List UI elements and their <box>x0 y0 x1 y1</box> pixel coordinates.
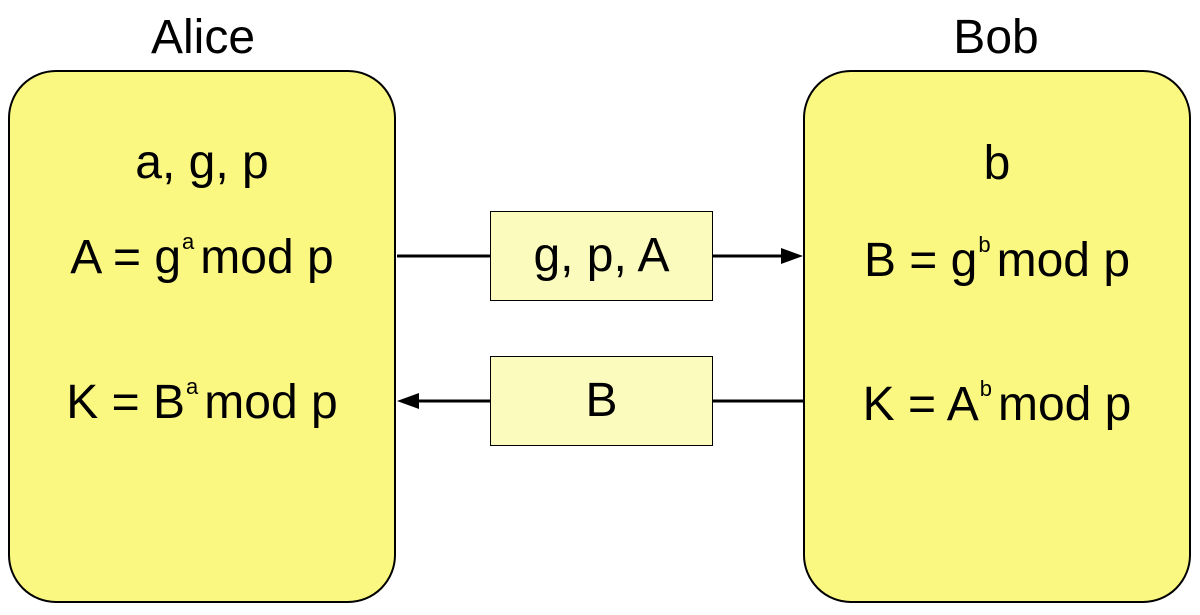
alice-shared-key-mod: mod p <box>204 376 338 429</box>
bob-shared-key-exponent: b <box>979 376 992 401</box>
alice-shared-key-exponent: a <box>186 374 199 399</box>
alice-title: Alice <box>150 11 256 64</box>
message-alice-to-bob: g, p, A <box>490 211 713 301</box>
arrowhead-right <box>781 248 803 264</box>
alice-public-key-mod: mod p <box>200 231 334 284</box>
bob-shared-key-mod: mod p <box>997 378 1132 431</box>
bob-params: b <box>983 137 1011 190</box>
bob-public-key-mod: mod p <box>996 234 1131 287</box>
alice-shared-key-base: K = B <box>66 376 186 429</box>
bob-public-key-base: B = g <box>863 234 978 287</box>
arrowhead-left <box>397 393 419 409</box>
bob-shared-key-base: K = A <box>862 378 979 431</box>
bob-title: Bob <box>953 11 1039 64</box>
alice-public-key-base: A = g <box>70 231 182 284</box>
bob-public-key-exponent: b <box>978 232 991 257</box>
alice-public-key-exponent: a <box>182 229 195 254</box>
alice-params: a, g, p <box>135 136 269 189</box>
message-bob-to-alice: B <box>490 356 713 446</box>
